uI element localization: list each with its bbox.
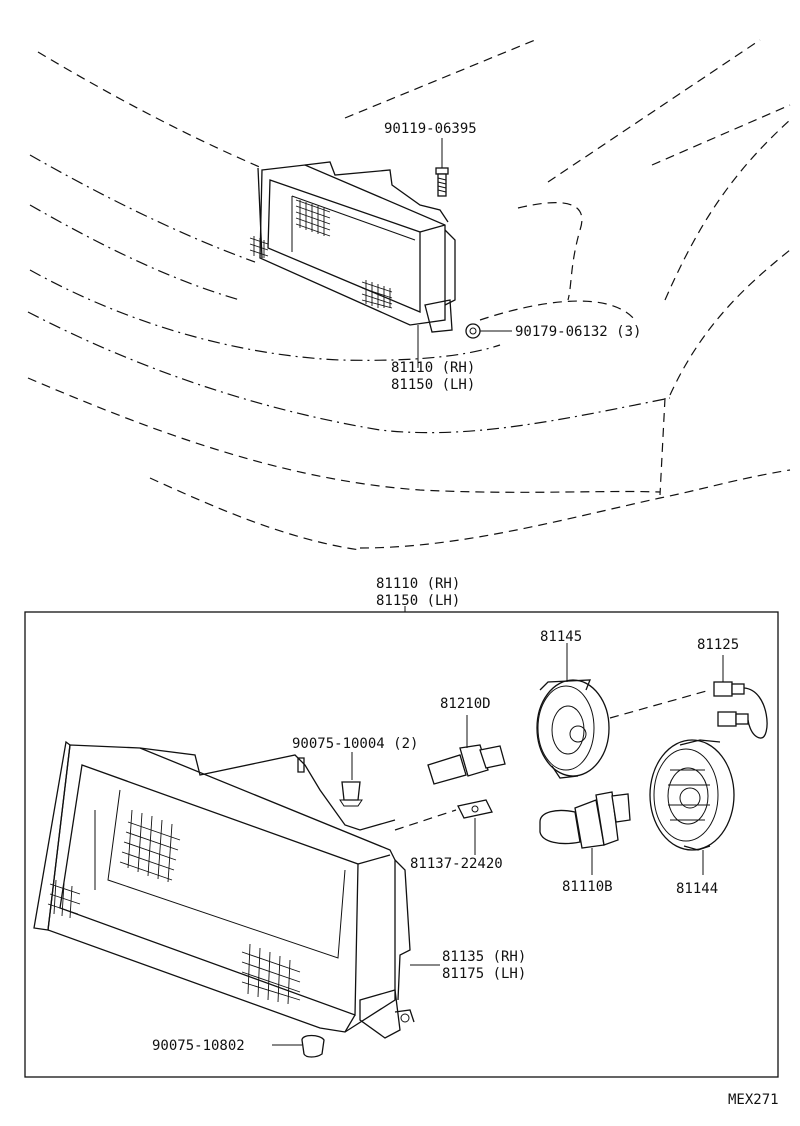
label-clip-nut: 81137-22420: [410, 856, 503, 872]
bulb-81110b: [539, 791, 631, 875]
label-housing-lh: 81175 (LH): [442, 966, 526, 982]
headlamp-assembly-top: [249, 161, 456, 333]
label-headlamp-lh-top: 81150 (LH): [391, 377, 475, 393]
clip-part: [339, 752, 363, 807]
label-bulb-81210d: 81210D: [440, 696, 491, 712]
label-bolt: 90119-06395: [384, 121, 477, 137]
label-connector-81125: 81125: [697, 637, 739, 653]
bulb-81210d: [427, 715, 506, 785]
label-housing-rh: 81135 (RH): [442, 949, 526, 965]
diagram-code: MEX271: [728, 1092, 779, 1108]
lamp-lens-pattern-top: [249, 199, 393, 309]
vehicle-body-outline: [27, 39, 791, 551]
nut-part: [465, 323, 512, 339]
cover-81144: [649, 739, 735, 875]
bolt-part: [435, 138, 449, 197]
label-nut: 90179-06132 (3): [515, 324, 641, 340]
parts-frame: [24, 611, 779, 1078]
connector-81125: [713, 655, 768, 739]
clip-nut-part: [394, 799, 493, 855]
label-socket-81145: 81145: [540, 629, 582, 645]
headlamp-assembly-detail: [33, 740, 415, 1039]
socket-81145: [536, 643, 711, 779]
label-clip-10802: 90075-10802: [152, 1038, 245, 1054]
label-clip-10004: 90075-10004 (2): [292, 736, 418, 752]
label-headlamp-rh-box: 81110 (RH): [376, 576, 460, 592]
lamp-lens-pattern-detail: [47, 809, 301, 1005]
label-cover-81144: 81144: [676, 881, 718, 897]
clip-10802-part: [272, 1034, 325, 1058]
label-bulb-81110b: 81110B: [562, 879, 613, 895]
label-headlamp-lh-box: 81150 (LH): [376, 593, 460, 609]
label-headlamp-rh-top: 81110 (RH): [391, 360, 475, 376]
